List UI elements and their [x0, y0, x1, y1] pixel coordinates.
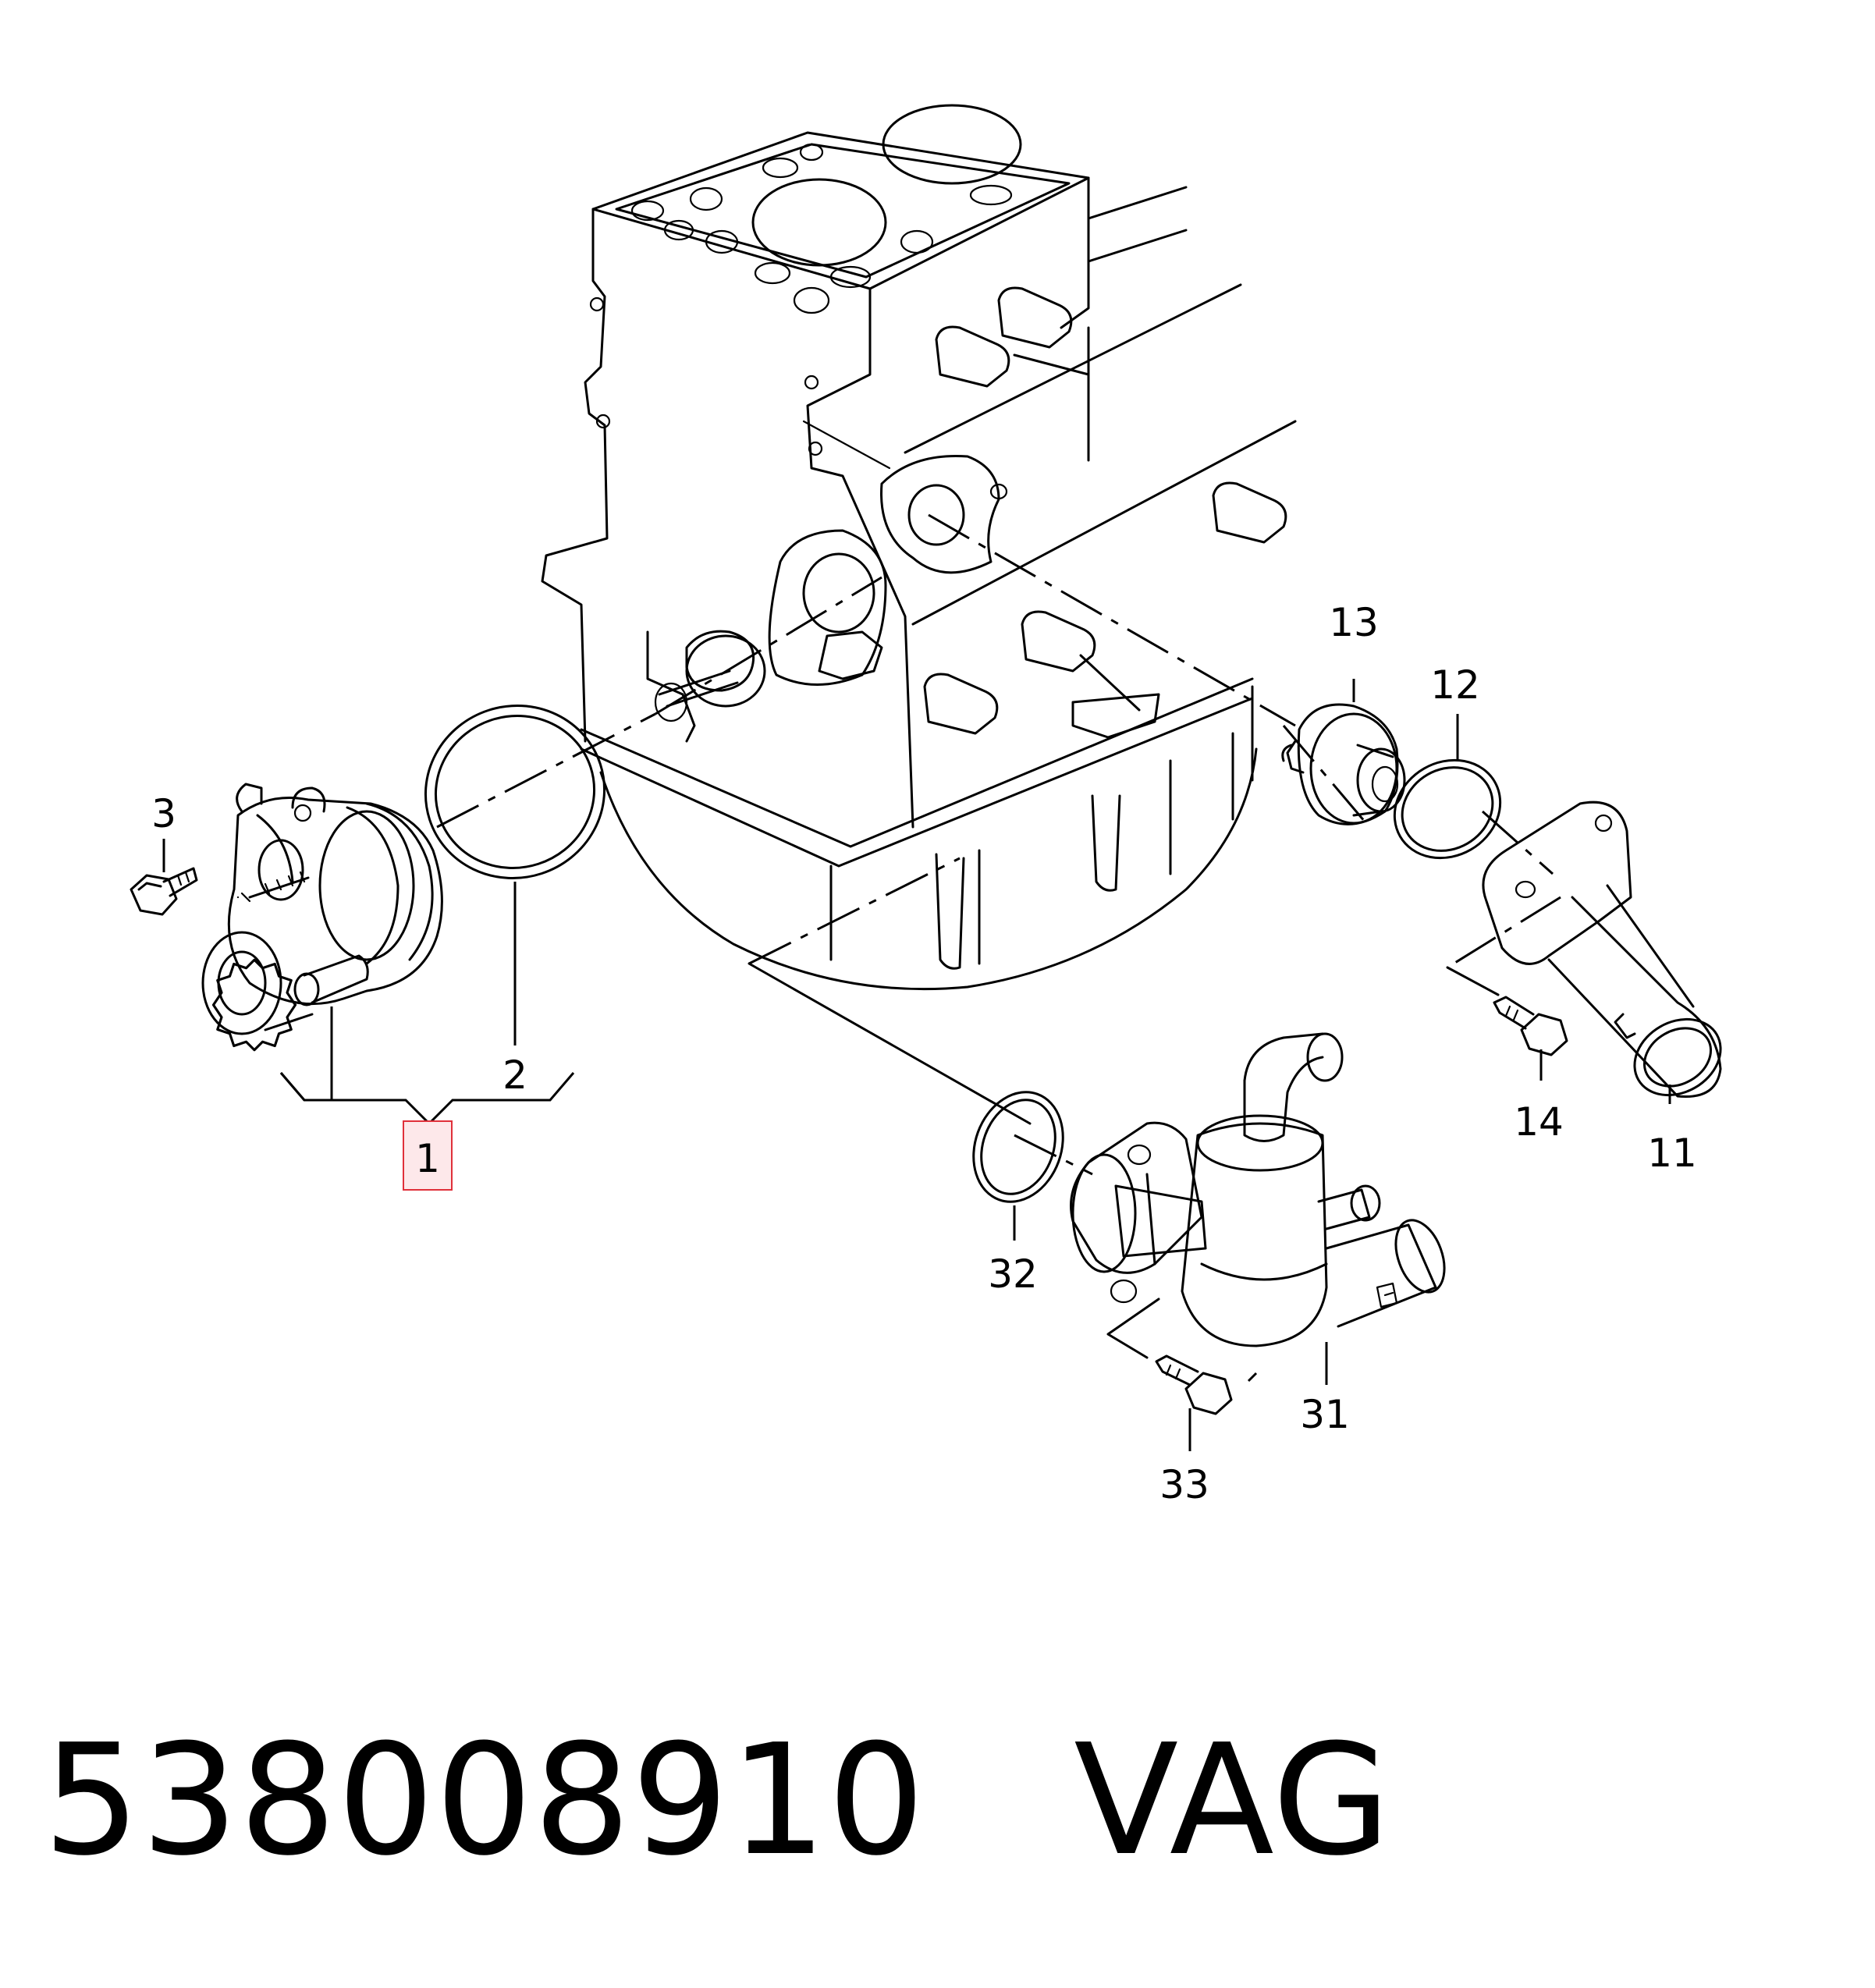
bolt-part-14[interactable] — [1493, 996, 1568, 1056]
callout-1-highlight — [403, 1120, 453, 1191]
callout-1: 1 — [415, 1136, 440, 1181]
callout-33: 33 — [1159, 1462, 1209, 1507]
part-number: 538008910 — [43, 1712, 926, 1890]
seal-part-12[interactable] — [1376, 741, 1518, 877]
engine-block — [541, 104, 1297, 991]
assembly-lines — [436, 513, 1561, 1383]
callout-2: 2 — [502, 1053, 527, 1098]
leader-lines — [162, 679, 1671, 1451]
callout-12: 12 — [1430, 662, 1480, 708]
callout-13: 13 — [1329, 600, 1379, 645]
callout-labels: 3 2 1 13 12 14 11 32 31 33 — [151, 600, 1697, 1507]
brand-name: VAG — [1074, 1712, 1392, 1890]
thermostat-part-13[interactable] — [1281, 703, 1406, 825]
seal-part-32[interactable] — [959, 1080, 1078, 1215]
part-caption: 538008910 VAG — [43, 1724, 1391, 1877]
callout-11: 11 — [1647, 1131, 1697, 1176]
thermostat-housing-part-31[interactable] — [1070, 1032, 1454, 1347]
callout-32: 32 — [988, 1251, 1038, 1297]
water-pump-assembly[interactable] — [201, 683, 627, 1052]
callout-31: 31 — [1300, 1392, 1350, 1437]
coolant-flange-part-11[interactable] — [1482, 801, 1735, 1110]
callout-14: 14 — [1514, 1099, 1564, 1145]
bolt-part-33[interactable] — [1155, 1354, 1233, 1415]
callout-3: 3 — [151, 791, 176, 836]
bolt-part-3[interactable] — [130, 867, 198, 916]
